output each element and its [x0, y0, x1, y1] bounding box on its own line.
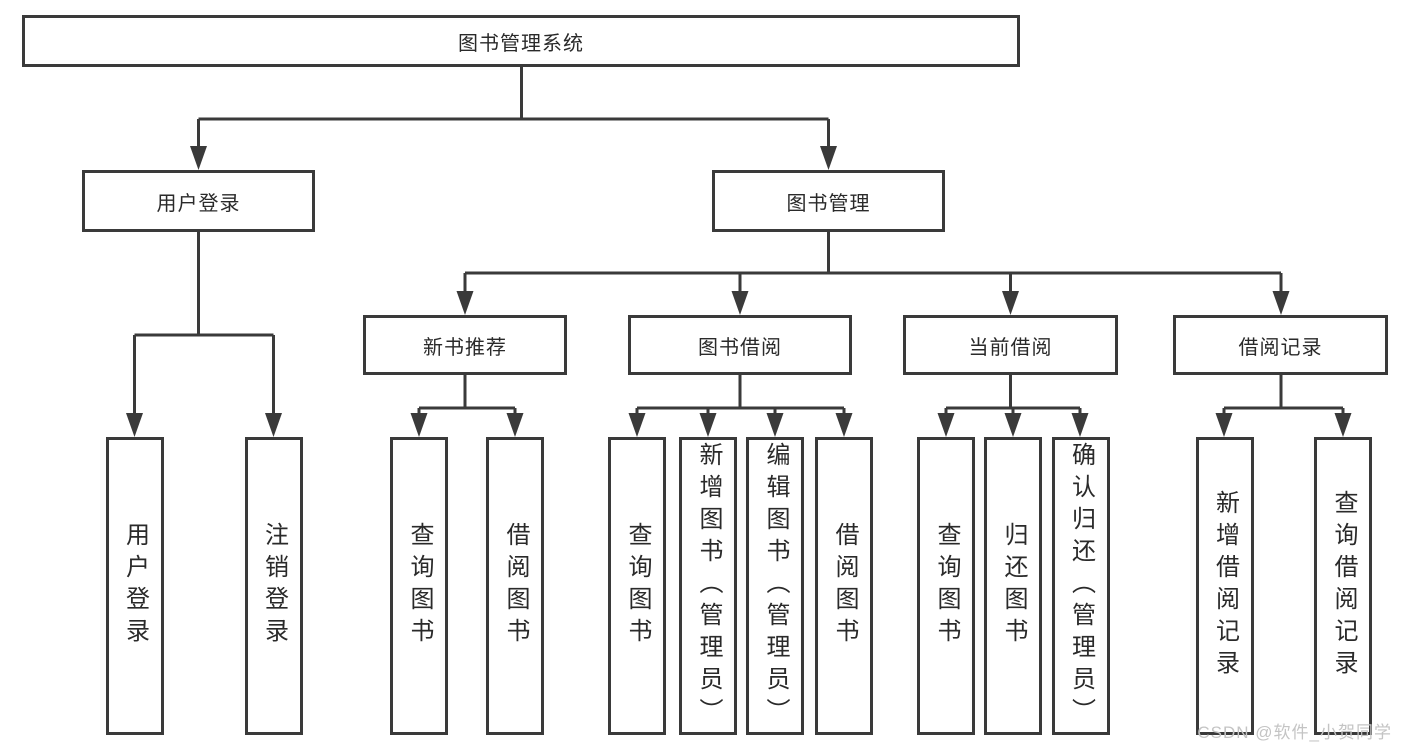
node-leaf-user-login: 用户登录	[105, 437, 164, 735]
node-leaf-label: 用户登录	[121, 522, 149, 650]
node-leaf-label: 查询图书	[624, 522, 651, 650]
node-new-book-recommend: 新书推荐	[363, 315, 567, 375]
node-leaf-return-books: 归还图书	[984, 437, 1042, 735]
node-leaf-label: 查询图书	[406, 522, 433, 650]
node-leaf-label: 查询借阅记录	[1330, 490, 1357, 682]
node-leaf-borrow-books: 借阅图书	[815, 437, 873, 735]
arrowhead-icon	[410, 413, 428, 437]
node-book-management: 图书管理	[712, 170, 945, 232]
node-leaf-query-books-current: 查询图书	[917, 437, 975, 735]
node-root: 图书管理系统	[22, 15, 1020, 67]
arrowhead-icon	[1004, 413, 1022, 437]
node-current-borrow: 当前借阅	[903, 315, 1118, 375]
node-leaf-label: 归还图书	[1000, 522, 1027, 650]
node-leaf-add-borrow-record: 新增借阅记录	[1195, 437, 1254, 735]
node-book-management-label: 图书管理	[786, 192, 871, 215]
connector-user-login	[133, 232, 275, 416]
node-leaf-query-books-borrow: 查询图书	[608, 437, 666, 735]
arrowhead-icon	[1071, 413, 1089, 437]
arrowhead-icon	[766, 413, 784, 437]
node-leaf-borrow-books-recommend: 借阅图书	[486, 437, 544, 735]
node-leaf-label: 借阅图书	[831, 522, 858, 650]
node-leaf-logout: 注销登录	[244, 437, 303, 735]
node-current-borrow-label: 当前借阅	[968, 336, 1053, 359]
node-borrow-records-label: 借阅记录	[1238, 336, 1323, 359]
node-user-login: 用户登录	[82, 170, 315, 232]
arrowhead-icon	[190, 146, 207, 170]
arrowhead-icon	[628, 413, 646, 437]
connector-book-borrow	[635, 375, 846, 416]
arrowhead-icon	[1272, 291, 1290, 315]
node-leaf-label: 新增图书（管理员）	[695, 442, 722, 730]
node-leaf-query-borrow-record: 查询借阅记录	[1314, 437, 1372, 735]
arrowhead-icon	[126, 413, 143, 437]
node-leaf-query-books-recommend: 查询图书	[390, 437, 448, 735]
node-leaf-label: 确认归还（管理员）	[1067, 442, 1095, 730]
node-user-login-label: 用户登录	[156, 192, 241, 215]
node-new-book-recommend-label: 新书推荐	[423, 336, 507, 359]
arrowhead-icon	[1334, 413, 1352, 437]
arrowhead-icon	[835, 413, 853, 437]
node-book-borrow-label: 图书借阅	[698, 336, 782, 359]
node-borrow-records: 借阅记录	[1173, 315, 1388, 375]
node-leaf-label: 借阅图书	[502, 522, 529, 650]
connector-root	[197, 67, 830, 149]
connector-arrowheads	[126, 146, 1352, 437]
node-root-label: 图书管理系统	[458, 32, 584, 55]
connector-new-book-recommend	[417, 375, 517, 416]
csdn-watermark: CSDN @软件_小贺同学	[1197, 723, 1392, 742]
arrowhead-icon	[456, 291, 474, 315]
arrowhead-icon	[820, 146, 837, 170]
node-leaf-label: 编辑图书（管理员）	[762, 442, 789, 730]
node-leaf-label: 注销登录	[260, 522, 288, 650]
connector-borrow-records	[1222, 375, 1345, 416]
node-leaf-add-books-admin: 新增图书（管理员）	[679, 437, 737, 735]
node-leaf-confirm-return-admin: 确认归还（管理员）	[1051, 437, 1110, 735]
arrowhead-icon	[1215, 413, 1233, 437]
arrowhead-icon	[265, 413, 282, 437]
arrowhead-icon	[506, 413, 524, 437]
connector-current-borrow	[944, 375, 1082, 416]
node-leaf-edit-books-admin: 编辑图书（管理员）	[746, 437, 804, 735]
arrowhead-icon	[731, 291, 749, 315]
arrowhead-icon	[699, 413, 717, 437]
node-book-borrow: 图书借阅	[628, 315, 852, 375]
connector-book-management	[463, 232, 1283, 294]
arrowhead-icon	[1002, 291, 1019, 315]
arrowhead-icon	[937, 413, 955, 437]
node-leaf-label: 查询图书	[933, 522, 960, 650]
node-leaf-label: 新增借阅记录	[1211, 490, 1239, 682]
connector-lines	[133, 67, 1345, 416]
